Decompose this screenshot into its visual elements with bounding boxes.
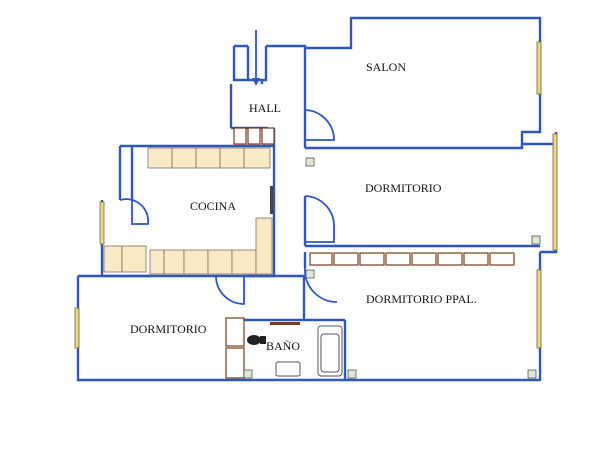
wall-entry xyxy=(232,44,250,82)
counter-right xyxy=(255,217,273,275)
door-left-dorm xyxy=(215,275,245,305)
counter-bottom-7 xyxy=(231,249,257,275)
column-6 xyxy=(243,369,253,379)
sink xyxy=(275,361,301,377)
walls xyxy=(76,16,558,382)
wall-hall-top xyxy=(266,44,307,110)
bathroom-fixtures xyxy=(247,322,343,377)
counter-top-3 xyxy=(195,147,221,169)
hall-closet xyxy=(233,127,275,145)
counter-bottom-2 xyxy=(121,245,147,273)
wardrobe-6 xyxy=(437,252,463,266)
label-cocina: COCINA xyxy=(190,199,236,213)
counter-bottom-1 xyxy=(103,245,123,273)
closet-1 xyxy=(233,127,247,145)
left-dorm-wardrobe xyxy=(225,317,245,379)
window-kitchen xyxy=(99,201,105,245)
counter-bottom-3 xyxy=(149,249,165,275)
column-3 xyxy=(305,269,315,279)
door-dormitorio xyxy=(304,195,335,243)
counter-top-2 xyxy=(171,147,197,169)
counter-top-1 xyxy=(147,147,173,169)
entry-arrow-icon xyxy=(252,78,260,86)
closet-2 xyxy=(247,127,261,145)
wardrobe-1 xyxy=(309,252,333,266)
door-kitchen xyxy=(119,198,150,225)
kitchen-counters xyxy=(103,147,273,275)
toilet-icon xyxy=(247,335,266,345)
wall-salon-dorm xyxy=(305,144,524,150)
wall-ppal-right xyxy=(345,252,542,382)
wall-left-dorm-right xyxy=(244,274,306,320)
window-salon xyxy=(536,41,542,95)
wardrobe-4 xyxy=(385,252,411,266)
bathtub xyxy=(317,325,343,377)
wall-salon xyxy=(305,16,556,146)
windows xyxy=(74,41,558,349)
wardrobe-left-1 xyxy=(225,317,245,347)
counter-top-4 xyxy=(219,147,245,169)
column-1 xyxy=(305,157,315,167)
column-5 xyxy=(347,369,357,379)
column-4 xyxy=(527,369,537,379)
counter-top-5 xyxy=(243,147,271,169)
label-hall: HALL xyxy=(249,101,281,115)
window-ppal xyxy=(536,269,542,349)
closet-3 xyxy=(261,127,275,145)
wardrobe-row xyxy=(309,252,515,266)
label-salon: SALON xyxy=(366,60,406,74)
wardrobe-7 xyxy=(463,252,489,266)
wall-hall-left xyxy=(248,46,268,82)
wall-bath xyxy=(242,318,345,382)
column-2 xyxy=(531,235,541,245)
wardrobe-3 xyxy=(359,252,385,266)
counter-bottom-6 xyxy=(207,249,233,275)
door-salon xyxy=(304,109,335,141)
label-dormitorio-top: DORMITORIO xyxy=(365,181,442,195)
wall-kitchen-left xyxy=(118,146,134,200)
label-dormitorio-left: DORMITORIO xyxy=(130,322,207,336)
room-labels: SALON HALL COCINA DORMITORIO DORMITORIO … xyxy=(130,60,477,353)
wardrobe-8 xyxy=(489,252,515,266)
wardrobe-left-2 xyxy=(225,347,245,379)
bath-door-frame xyxy=(270,322,300,325)
window-left-dorm xyxy=(74,307,80,349)
label-dormitorio-ppal: DORMITORIO PPAL. xyxy=(366,292,477,306)
wardrobe-2 xyxy=(333,252,359,266)
bathtub-inner xyxy=(320,333,340,373)
wall-ppal-left xyxy=(303,252,347,380)
window-dormitorio xyxy=(552,133,558,251)
wardrobe-5 xyxy=(411,252,437,266)
counter-bottom-5 xyxy=(183,249,209,275)
door-ppal xyxy=(304,267,338,303)
label-bano: BAÑO xyxy=(266,339,300,353)
doors xyxy=(119,30,338,305)
columns xyxy=(243,157,541,379)
counter-bottom-4 xyxy=(163,249,185,275)
kitchen-stove xyxy=(270,186,273,214)
